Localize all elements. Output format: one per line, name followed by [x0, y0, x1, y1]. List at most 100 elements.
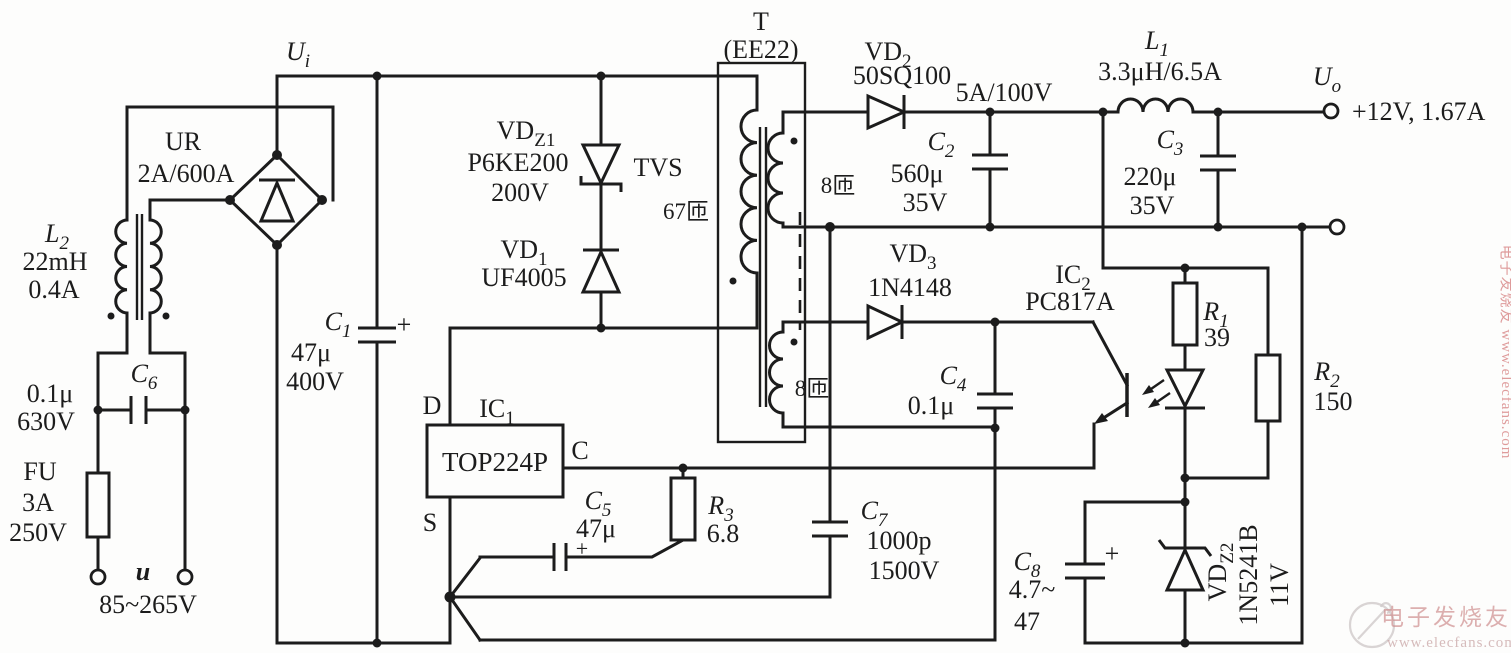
fuse-voltage-label: 250V: [9, 518, 67, 547]
vdz2-part-label: 1N5241B: [1234, 524, 1263, 625]
r1-value-label: 39: [1204, 323, 1230, 352]
ic2-part-label: PC817A: [1025, 287, 1115, 316]
input-terminal-neutral: [176, 568, 194, 586]
vdz2-rating-label: 11V: [1265, 563, 1294, 607]
fuse-current-label: 3A: [22, 488, 54, 517]
ic1-part-label: TOP224P: [442, 447, 548, 477]
c3-rating-label: 35V: [1130, 191, 1175, 220]
ic2-ref-label: IC2: [1055, 260, 1091, 295]
capacitor-c2: [972, 153, 1008, 171]
diode-vd1: [580, 248, 622, 294]
bias-turns-label: 8匝: [795, 376, 830, 401]
bridge-rectifier-ur: [225, 150, 327, 250]
c2-value-label: 560μ: [891, 159, 944, 188]
r3-value-label: 6.8: [707, 519, 740, 548]
capacitor-c4: [977, 392, 1013, 410]
vdz1-ref-label: VDZ1: [497, 116, 556, 151]
c3-value-label: 220μ: [1124, 162, 1177, 191]
ic1-top224p-body: [425, 423, 565, 499]
c3-ref-label: C3: [1157, 125, 1184, 160]
transformer-core-label: (EE22): [723, 35, 798, 64]
vdz2-ref-label: VDZ2: [1203, 543, 1238, 602]
c7-value-label: 1000p: [867, 526, 932, 555]
r1-ref-label: R1: [1202, 297, 1228, 332]
watermark-site-url: www.elecfans.com: [1387, 635, 1511, 651]
vd1-part-label: UF4005: [481, 263, 566, 292]
phase-dot: [790, 338, 798, 346]
phase-dot: [162, 312, 170, 320]
ui-net-label: Ui: [286, 37, 310, 72]
bridge-rating-label: 2A/600A: [138, 159, 235, 188]
diode-vd2: [866, 93, 908, 131]
vd2-part-label: 50SQ100: [853, 61, 951, 90]
c8-polarity-mark: +: [1105, 539, 1120, 568]
c1-polarity-mark: +: [397, 310, 412, 339]
c1-value-label: 47μ: [291, 338, 331, 367]
inductor-l1: [1116, 97, 1195, 113]
c8-ref-label: C8: [1014, 547, 1041, 582]
vdz1-rating-label: 200V: [491, 178, 549, 207]
c1-rating-label: 400V: [286, 367, 344, 396]
l1-value-label: 3.3μH/6.5A: [1098, 57, 1222, 86]
resistor-r1: [1171, 281, 1199, 347]
vd2-ref-label: VD2: [864, 37, 911, 72]
input-terminal-live: [89, 568, 107, 586]
vd3-ref-label: VD3: [889, 239, 936, 274]
optocoupler-ic2: [1090, 319, 1206, 424]
transformer-ref-label: T: [753, 7, 769, 36]
c5-polarity-mark: +: [576, 536, 588, 561]
opto-led: [1164, 368, 1206, 410]
c6-rating-label: 630V: [17, 407, 75, 436]
vd2-rating-label: 5A/100V: [956, 78, 1053, 107]
output-spec-label: +12V, 1.67A: [1352, 97, 1486, 126]
phase-dot: [790, 137, 798, 145]
l1-ref-label: L1: [1144, 26, 1169, 61]
r2-ref-label: R2: [1313, 357, 1340, 392]
fuse-fu: [85, 471, 111, 539]
c6-value-label: 0.1μ: [27, 379, 73, 408]
phase-dot: [729, 277, 737, 285]
c6-ref-label: C6: [131, 359, 158, 394]
resistor-r2: [1254, 353, 1282, 423]
vdz1-part-label: P6KE200: [467, 148, 568, 177]
vd3-part-label: 1N4148: [868, 273, 952, 302]
ic1-pin-s-label: S: [423, 508, 437, 537]
primary-turns-label: 67匝: [663, 199, 709, 224]
c2-ref-label: C2: [928, 127, 955, 162]
input-range-label: 85~265V: [99, 590, 197, 619]
capacitor-c6: [129, 396, 148, 424]
elecfans-logo: [1348, 601, 1396, 649]
l2-rating-label: 0.4A: [28, 275, 80, 304]
capacitor-c1: [358, 326, 396, 344]
phase-dot: [107, 312, 115, 320]
c7-rating-label: 1500V: [869, 556, 940, 585]
bridge-ref-label: UR: [165, 127, 202, 156]
c8-value-label: 4.7~: [1009, 575, 1056, 604]
watermark-site-name: 电子发烧友: [1381, 605, 1511, 630]
capacitor-c8: [1065, 562, 1105, 580]
l2-value-label: 22mH: [23, 247, 88, 276]
c4-ref-label: C4: [940, 361, 967, 396]
wires: [96, 74, 1332, 645]
c8-value2-label: 47: [1014, 607, 1040, 636]
c7-ref-label: C7: [861, 496, 889, 531]
r3-ref-label: R3: [707, 491, 733, 526]
fuse-ref-label: FU: [23, 457, 56, 486]
l2-ref-label: L2: [44, 219, 69, 254]
secondary-turns-label: 8匝: [821, 173, 856, 198]
input-symbol-label: u: [136, 557, 150, 586]
r2-value-label: 150: [1314, 387, 1353, 416]
ic1-ref-label: IC1: [479, 394, 515, 429]
capacitor-c7: [812, 520, 848, 538]
side-watermark-text: 电子发烧友 www.elecfans.com: [1498, 245, 1511, 460]
junction-dots: [93, 71, 1307, 648]
tvs-diode-vdz1: [579, 143, 623, 192]
c2-rating-label: 35V: [903, 188, 948, 217]
output-terminal-positive: [1322, 102, 1340, 120]
uo-net-label: Uo: [1313, 62, 1341, 97]
output-terminal-return: [1328, 218, 1346, 236]
capacitor-c3: [1200, 154, 1236, 172]
vd1-ref-label: VD1: [500, 235, 547, 270]
ic1-pin-d-label: D: [423, 391, 442, 420]
